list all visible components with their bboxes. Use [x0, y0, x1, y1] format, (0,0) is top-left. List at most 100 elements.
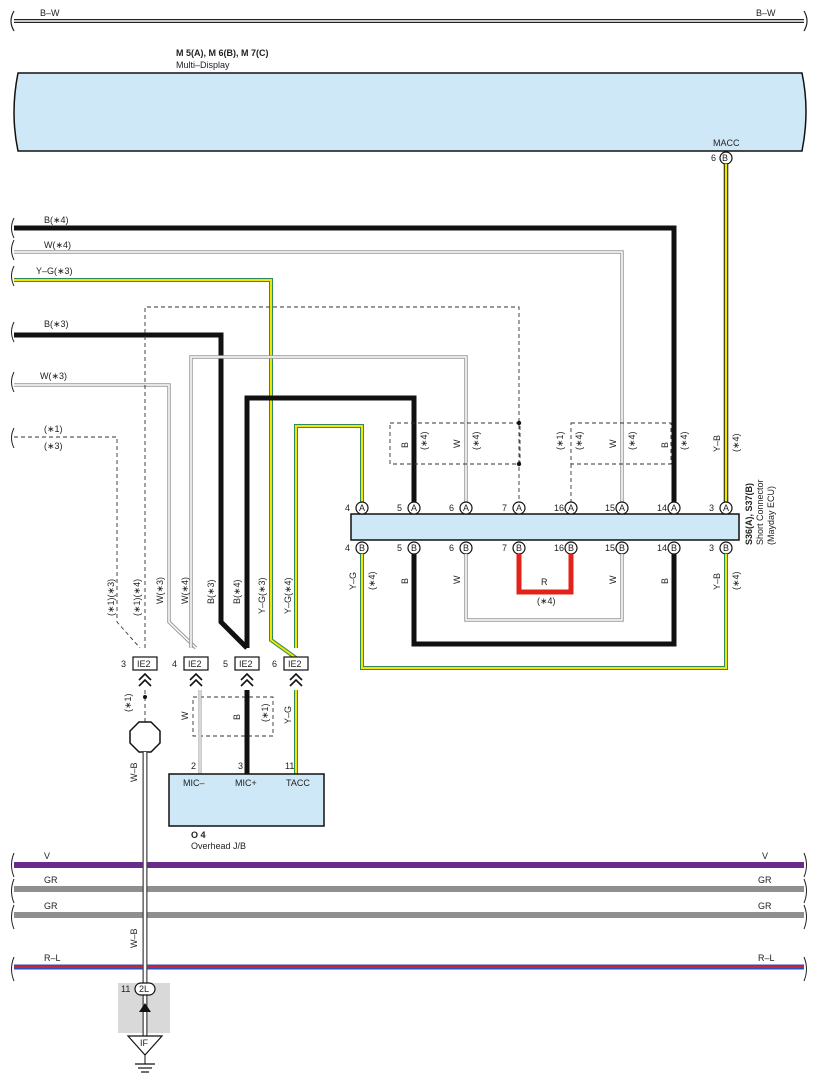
ie2-pin-no: 6: [272, 659, 277, 669]
short-connector-pin-letter: A: [463, 503, 469, 513]
short-connector-pin-letter: B: [463, 543, 469, 553]
macc-label: MACC: [713, 138, 740, 148]
overhead-mic-minus: MIC–: [183, 778, 205, 788]
lower-w: W: [180, 711, 190, 720]
overhead-pin-2: 2: [191, 761, 196, 771]
bus-gr1-label-left: GR: [44, 875, 58, 885]
ie2-connector: [183, 656, 209, 671]
bus-b-w: B–W B–W: [10, 8, 808, 32]
overhead-pin-3: 3: [238, 761, 243, 771]
bus-rl-label-left: R–L: [44, 953, 61, 963]
ie2-connector: [132, 656, 158, 671]
lower-b: B: [232, 714, 242, 720]
lower-s1: (∗1): [123, 693, 133, 712]
short-connector-pin-letter: A: [671, 503, 677, 513]
short-connector-pin-no: 5: [397, 543, 402, 553]
wire-yg3-label: Y–G(∗3): [36, 266, 73, 276]
multi-display-name: Multi–Display: [176, 60, 230, 70]
bot-yb-s4: (∗4): [731, 571, 741, 590]
short-connector-pin-no: 3: [709, 503, 714, 513]
bus-b-w-label-left: B–W: [40, 8, 60, 18]
wire-n1-label: (∗1): [44, 424, 63, 434]
bot-yg-label: Y–G: [348, 572, 358, 590]
vlabel-b4: B(∗4): [232, 579, 242, 604]
bus-rl-label-right: R–L: [758, 953, 775, 963]
bus-b-w-label-right: B–W: [756, 8, 776, 18]
overhead-name: Overhead J/B: [191, 841, 246, 851]
short-connector-pin-letter: B: [411, 543, 417, 553]
vlabel-s14: (∗1)(∗4): [132, 579, 142, 616]
top-b-label: B: [400, 442, 410, 448]
ie2-connector: [283, 656, 309, 671]
overhead-tacc: TACC: [286, 778, 310, 788]
vlabel-yg3: Y–G(∗3): [257, 577, 267, 614]
short-connector-pin-letter: A: [411, 503, 417, 513]
ie2-pin-no: 3: [121, 659, 126, 669]
short-connector-pin-a: [355, 501, 369, 515]
top-w-s4-2: (∗4): [627, 431, 637, 450]
vlabel-w3: W(∗3): [155, 577, 165, 604]
bus-v-label-right: V: [762, 851, 768, 861]
short-connector-pin-letter: A: [359, 503, 365, 513]
bus-v-label-left: V: [44, 851, 50, 861]
short-connector-pin-a: [615, 501, 629, 515]
wire-w3-label: W(∗3): [40, 371, 67, 381]
lower-s1-b: (∗1): [260, 703, 270, 722]
vlabel-b3: B(∗3): [206, 579, 216, 604]
short-connector-pin-letter: B: [568, 543, 574, 553]
short-connector-pin-letter: B: [619, 543, 625, 553]
ie2-pin-no: 5: [223, 659, 228, 669]
top-b-label-2: B: [660, 442, 670, 448]
wire-n3-label: (∗3): [44, 441, 63, 451]
short-connector-pin-no: 4: [345, 543, 350, 553]
short-connector-pin-a: [667, 501, 681, 515]
top-b-s4: (∗4): [419, 431, 429, 450]
short-connector-pin-letter: A: [568, 503, 574, 513]
bot-yb-label: Y–B: [712, 573, 722, 590]
splice-octagon: [129, 721, 161, 753]
bot-b-label-2: B: [660, 578, 670, 584]
ground-pin: 11: [121, 984, 130, 994]
bot-b-label: B: [400, 578, 410, 584]
vlabel-w4: W(∗4): [180, 577, 190, 604]
short-connector-pin-no: 7: [502, 543, 507, 553]
short-connector-pin-no: 6: [449, 503, 454, 513]
short-connector-pin-no: 7: [502, 503, 507, 513]
bus-r-l: R–L R–L: [14, 953, 804, 970]
short-connector-pin-a: [512, 501, 526, 515]
ground-block: 11 2L IF: [118, 982, 170, 1073]
wire-w4-label: W(∗4): [44, 240, 71, 250]
short-connector-pin-no: 14: [657, 503, 667, 513]
top-yb-s4: (∗4): [731, 433, 741, 452]
vlabel-yg4: Y–G(∗4): [283, 577, 293, 614]
short-connector-pin-a: [564, 501, 578, 515]
short-connector-sub: (Mayday ECU): [766, 486, 776, 545]
short-connector-pin-a: [407, 501, 421, 515]
ie2-label: IE2: [188, 659, 202, 669]
overhead-code: O 4: [191, 830, 206, 840]
wire-b3-label: B(∗3): [44, 319, 69, 329]
short-connector-code: S36(A), S37(B): [744, 483, 754, 545]
top-yb-label: Y–B: [712, 435, 722, 452]
short-connector-pin-letter: B: [516, 543, 522, 553]
macc-pin-no: 6: [711, 153, 716, 163]
ie2-connector: [234, 656, 260, 671]
ground-conn: 2L: [139, 984, 149, 994]
top-w-s4: (∗4): [471, 431, 481, 450]
top-w-label-2: W: [608, 439, 618, 448]
top-b-s4-2: (∗4): [679, 431, 689, 450]
overhead-mic-plus: MIC+: [235, 778, 257, 788]
short-connector-pin-letter: A: [516, 503, 522, 513]
lower-wb: W–B: [129, 762, 139, 782]
short-connector-pin-no: 5: [397, 503, 402, 513]
bus-gr2-label-left: GR: [44, 901, 58, 911]
short-connector-pin-no: 6: [449, 543, 454, 553]
ie2-label: IE2: [137, 659, 151, 669]
multi-display-component: M 5(A), M 6(B), M 7(C) Multi–Display MAC…: [13, 48, 807, 165]
bot-r-label: R: [541, 577, 548, 587]
short-connector-pin-letter: B: [359, 543, 365, 553]
bot-r-s4: (∗4): [537, 596, 556, 606]
multi-display-code: M 5(A), M 6(B), M 7(C): [176, 48, 269, 58]
